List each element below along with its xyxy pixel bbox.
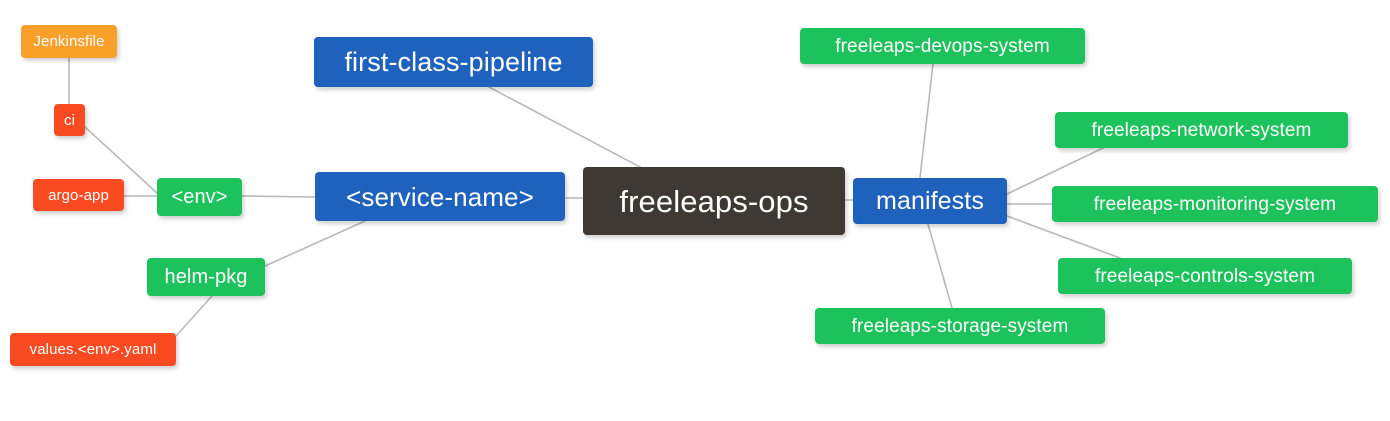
edge-manifests-to-freeleaps-storage-system [927,223,953,309]
edge-env-to-service-name [241,195,316,198]
edge-freeleaps-devops-system-to-manifests [919,63,934,179]
node-argo-app[interactable]: argo-app [33,179,124,211]
node-freeleaps-network-system[interactable]: freeleaps-network-system [1055,112,1348,148]
node-Jenkinsfile[interactable]: Jenkinsfile [21,25,117,58]
node-values-env-yaml[interactable]: values.<env>.yaml [10,333,176,366]
node-service-name[interactable]: <service-name> [315,172,565,221]
edge-helm-pkg-to-service-name [264,220,366,267]
node-first-class-pipeline[interactable]: first-class-pipeline [314,37,593,87]
node-ci[interactable]: ci [54,104,85,136]
node-manifests[interactable]: manifests [853,178,1007,224]
node-env[interactable]: <env> [157,178,242,216]
edge-first-class-pipeline-to-freeleaps-ops [488,86,641,168]
node-helm-pkg[interactable]: helm-pkg [147,258,265,296]
node-freeleaps-monitoring-system[interactable]: freeleaps-monitoring-system [1052,186,1378,222]
node-freeleaps-ops[interactable]: freeleaps-ops [583,167,845,235]
edge-values-env-yaml-to-helm-pkg [175,295,213,337]
node-freeleaps-storage-system[interactable]: freeleaps-storage-system [815,308,1105,344]
node-freeleaps-controls-system[interactable]: freeleaps-controls-system [1058,258,1352,294]
node-freeleaps-devops-system[interactable]: freeleaps-devops-system [800,28,1085,64]
edge-manifests-to-freeleaps-controls-system [1006,215,1121,259]
